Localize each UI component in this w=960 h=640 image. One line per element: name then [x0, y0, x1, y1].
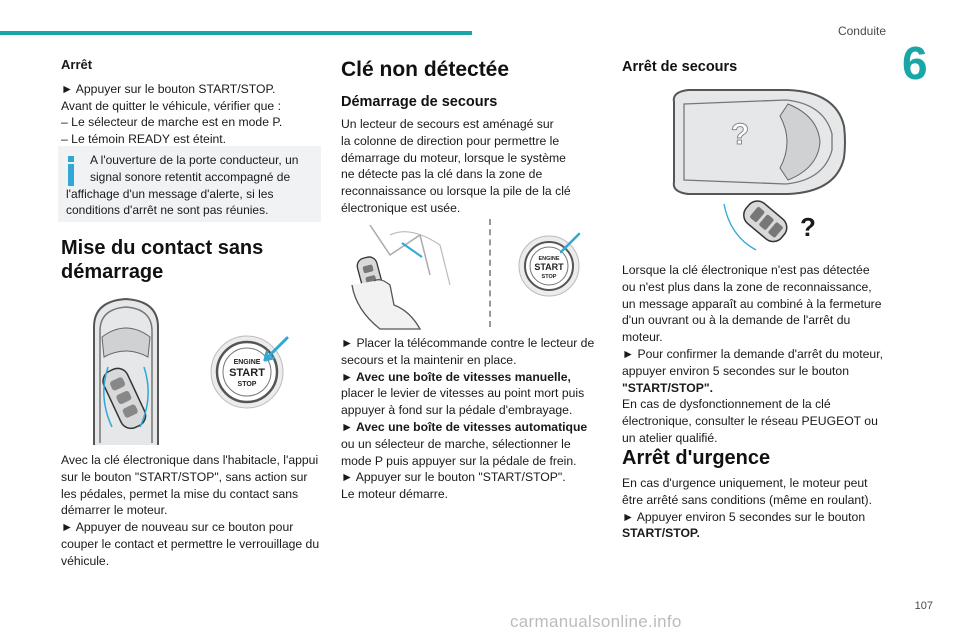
body-line: En cas de dysfonctionnement de la clé — [622, 397, 831, 412]
watermark: carmanualsonline.info — [510, 612, 682, 631]
engine-label: ENGINE — [234, 359, 261, 366]
intro-line: ne détecte pas la clé dans la zone de — [341, 167, 543, 182]
info-line: A l'ouverture de la porte conducteur, un — [90, 153, 299, 167]
info-line: conditions d'arrêt ne sont pas réunies. — [66, 203, 269, 218]
info-icon — [66, 156, 75, 186]
intro-line: reconnaissance ou lorsque la pile de la … — [341, 184, 571, 199]
body-line: un message apparaît au combiné à la ferm… — [622, 296, 882, 311]
body-line: ► Pour confirmer la demande d'arrêt du m… — [622, 346, 883, 361]
header-accent-bar — [0, 31, 472, 35]
arret-section: Arrêt ► Appuyer sur le bouton START/STOP… — [61, 57, 326, 148]
body-line: moteur. — [622, 330, 663, 345]
section-title: Conduite — [837, 24, 886, 38]
step-line: Le moteur démarre. — [341, 487, 449, 502]
body-line: Avec la clé électronique dans l'habitacl… — [61, 453, 319, 467]
urgence-line: En cas d'urgence uniquement, le moteur p… — [622, 476, 868, 490]
start-label: START — [229, 367, 265, 379]
body-line: ou n'est plus dans la zone de reconnaiss… — [622, 279, 872, 294]
arret-urgence-section: Arrêt d'urgence En cas d'urgence uniquem… — [622, 446, 897, 542]
start-stop-button-illustration: ENGINE START STOP — [210, 335, 289, 409]
arret-urgence-heading: Arrêt d'urgence — [622, 447, 771, 469]
step-line: placer le levier de vitesses au point mo… — [341, 386, 585, 401]
urgence-line: START/STOP. — [622, 526, 700, 541]
arret-line: – Le sélecteur de marche est en mode P. — [61, 115, 283, 130]
info-note-box: A l'ouverture de la porte conducteur, un… — [58, 146, 321, 222]
urgence-line: ► Appuyer environ 5 secondes sur le bout… — [622, 509, 866, 524]
start-stop-button-illustration: ENGINE START STOP — [518, 232, 581, 297]
arret-line: – Le témoin READY est éteint. — [61, 132, 227, 147]
car-key-question-illustration: ? ? — [672, 89, 846, 251]
cle-non-detectee-section: Clé non détectée Démarrage de secours Un… — [341, 58, 606, 217]
arret-secours-body: Lorsque la clé électronique n'est pas dé… — [622, 262, 897, 447]
step-line: appuyer à fond sur la pédale d'embrayage… — [341, 403, 573, 418]
info-line: l'affichage d'un message d'alerte, si le… — [66, 186, 274, 201]
car-key-illustration — [93, 297, 159, 445]
cle-heading: Clé non détectée — [341, 58, 510, 81]
intro-line: électronique est usée. — [341, 200, 461, 215]
body-line: d'un ouvrant ou à la demande de l'arrêt … — [622, 313, 851, 328]
mise-contact-body: Avec la clé électronique dans l'habitacl… — [61, 452, 331, 570]
step-line: ► Avec une boîte de vitesses automatique — [341, 419, 588, 434]
chapter-number: 6 — [902, 37, 928, 89]
urgence-line: être arrêté sans conditions (même en rou… — [622, 492, 872, 507]
arret-line: ► Appuyer sur le bouton START/STOP. — [61, 81, 276, 96]
start-label: START — [534, 262, 564, 272]
info-line: signal sonore retentit accompagné de — [90, 169, 291, 184]
step-line: ► Placer la télécommande contre le lecte… — [341, 336, 595, 350]
intro-line: Un lecteur de secours est aménagé sur — [341, 117, 554, 131]
key-question-mark: ? — [800, 212, 816, 242]
page-number: 107 — [914, 600, 933, 612]
stop-label: STOP — [542, 274, 557, 280]
step-line: mode P puis appuyer sur la pédale de fre… — [341, 453, 577, 468]
intro-line: la colonne de direction pour permettre l… — [341, 133, 560, 148]
engine-label: ENGINE — [538, 256, 559, 262]
step-line: secours et la maintenir en place. — [341, 352, 517, 367]
arret-secours-section: Arrêt de secours — [622, 58, 892, 76]
intro-line: démarrage du moteur, lorsque le système — [341, 150, 566, 165]
mise-contact-heading: Mise du contact sans démarrage — [61, 236, 326, 284]
body-line: véhicule. — [61, 553, 110, 568]
body-line: couper le contact et permettre le verrou… — [61, 536, 320, 551]
body-line: un atelier qualifié. — [622, 430, 718, 445]
stop-label: STOP — [238, 381, 257, 388]
body-line: "START/STOP". — [622, 380, 714, 395]
arret-secours-heading: Arrêt de secours — [622, 59, 738, 75]
demarrage-steps: ► Placer la télécommande contre le lecte… — [341, 335, 606, 503]
heading-line: démarrage — [61, 261, 164, 283]
heading-line: Mise du contact sans — [61, 237, 264, 259]
demarrage-secours-heading: Démarrage de secours — [341, 94, 498, 110]
body-line: Lorsque la clé électronique n'est pas dé… — [622, 263, 870, 277]
step-line: ou un sélecteur de marche, sélectionner … — [341, 436, 571, 451]
body-line: les pédales, permet la mise du contact s… — [61, 486, 299, 501]
arret-line: Avant de quitter le véhicule, vérifier q… — [61, 98, 281, 113]
arret-heading: Arrêt — [61, 57, 93, 72]
illustration-divider — [489, 219, 491, 327]
car-question-mark: ? — [731, 118, 749, 151]
body-line: ► Appuyer de nouveau sur ce bouton pour — [61, 520, 294, 535]
body-line: démarrer le moteur. — [61, 503, 168, 518]
body-line: sur le bouton "START/STOP", sans action … — [61, 469, 308, 484]
backup-reader-illustration — [351, 224, 451, 330]
step-line: ► Appuyer sur le bouton "START/STOP". — [341, 470, 566, 485]
body-line: appuyer environ 5 secondes sur le bouton — [622, 363, 849, 378]
body-line: électronique, consulter le réseau PEUGEO… — [622, 414, 878, 429]
step-line: ► Avec une boîte de vitesses manuelle, — [341, 369, 571, 384]
